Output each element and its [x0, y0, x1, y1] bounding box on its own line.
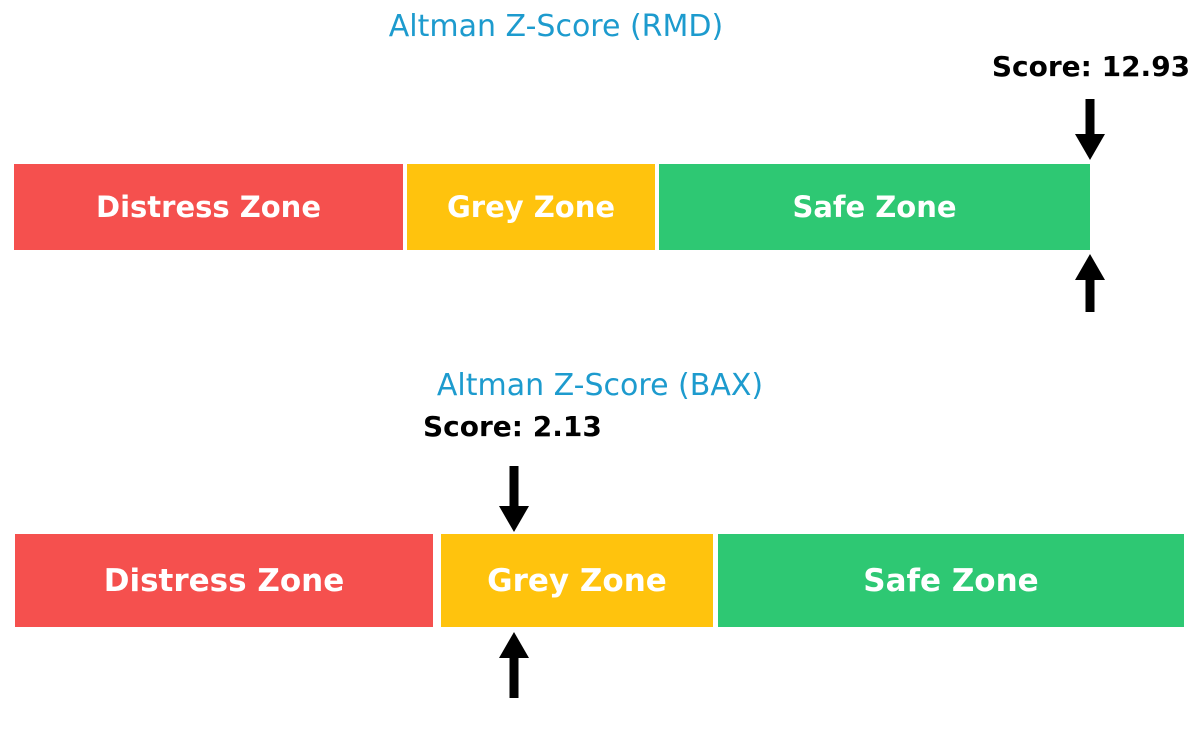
zone-segment-grey: Grey Zone — [441, 534, 713, 627]
zone-label: Grey Zone — [446, 190, 616, 224]
score-annotation-bax: Score: 2.13 — [423, 410, 602, 443]
zone-segment-distress: Distress Zone — [15, 534, 433, 627]
score-arrow-up-icon — [1075, 254, 1105, 312]
zone-label: Distress Zone — [96, 190, 321, 224]
score-arrow-down-icon — [499, 466, 529, 532]
zone-label: Safe Zone — [792, 190, 957, 224]
arrow-shaft — [1085, 99, 1095, 134]
arrow-shaft — [509, 658, 519, 698]
chart-title-rmd: Altman Z-Score (RMD) — [388, 9, 724, 44]
zone-segment-grey: Grey Zone — [407, 164, 655, 250]
zone-label: Grey Zone — [487, 562, 667, 599]
score-annotation-rmd: Score: 12.93 — [991, 50, 1191, 83]
score-arrow-up-icon — [499, 632, 529, 698]
zone-segment-distress: Distress Zone — [14, 164, 403, 250]
arrow-head — [499, 632, 529, 658]
arrow-head — [499, 506, 529, 532]
chart-title-bax: Altman Z-Score (BAX) — [436, 368, 764, 403]
zone-segment-safe: Safe Zone — [718, 534, 1184, 627]
zone-label: Safe Zone — [863, 562, 1039, 599]
arrow-shaft — [509, 466, 519, 506]
arrow-head — [1075, 254, 1105, 280]
arrow-shaft — [1085, 280, 1095, 312]
zone-segment-safe: Safe Zone — [659, 164, 1090, 250]
arrow-head — [1075, 134, 1105, 160]
score-arrow-down-icon — [1075, 99, 1105, 160]
zone-label: Distress Zone — [103, 562, 345, 599]
